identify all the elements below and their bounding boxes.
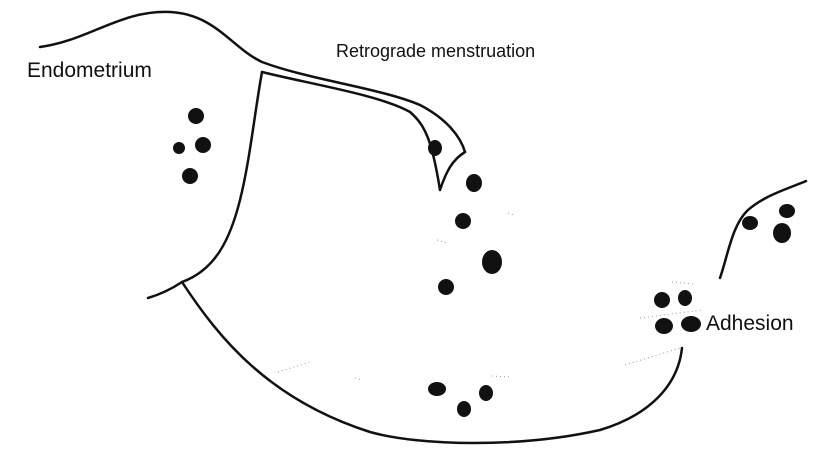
uterus-wall [148, 72, 262, 298]
peritoneal-cavity-outline [182, 282, 682, 443]
adhesion-label: Adhesion [706, 313, 794, 334]
adhesion-cell-cluster [654, 290, 701, 334]
cavity-speckle [278, 213, 514, 380]
endometrium-cell-cluster [173, 108, 211, 184]
fallopian-tube-wall [262, 72, 465, 190]
cul-de-sac-cell-cluster [428, 382, 493, 417]
endometrium-label: Endometrium [27, 60, 152, 81]
retrograde-menstruation-label: Retrograde menstruation [336, 42, 535, 60]
ovary-outline [720, 181, 806, 278]
retrograde-cell-cluster [428, 140, 502, 295]
